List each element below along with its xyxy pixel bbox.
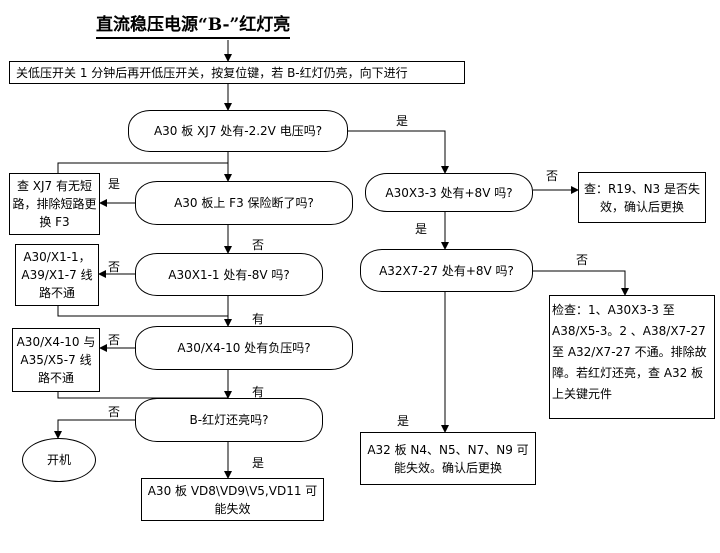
action-replace-f3-text: 查 XJ7 有无短路，排除短路更换 F3 xyxy=(12,179,97,229)
question-led-still-on: B-红灯还亮吗? xyxy=(135,398,323,442)
start-step: 关低压开关 1 分钟后再开低压开关，按复位键，若 B-红灯仍亮，向下进行 xyxy=(9,61,465,84)
start-step-text: 关低压开关 1 分钟后再开低压开关，按复位键，若 B-红灯仍亮，向下进行 xyxy=(16,65,408,80)
question-x7-voltage-text: A32X7-27 处有+8V 吗? xyxy=(379,263,514,278)
action-power-on: 开机 xyxy=(22,438,96,482)
question-x3-voltage-text: A30X3-3 处有+8V 吗? xyxy=(385,185,513,200)
question-f3-fuse: A30 板上 F3 保险断了吗? xyxy=(135,181,353,225)
action-check-r19-n3: 查：R19、N3 是否失效，确认后更换 xyxy=(578,172,706,223)
page-title: 直流稳压电源“B-”红灯亮 xyxy=(96,10,291,39)
label-no-led: 否 xyxy=(108,405,121,419)
action-x1-line-open: A30/X1-1，A39/X1-7 线路不通 xyxy=(15,244,99,306)
question-xj7-voltage-text: A30 板 XJ7 处有-2.2V 电压吗? xyxy=(153,124,323,138)
question-led-still-on-text: B-红灯还亮吗? xyxy=(189,413,269,427)
action-x4-line-open: A30/X4-10 与 A35/X5-7 线路不通 xyxy=(12,328,100,392)
question-x4-voltage: A30/X4-10 处有负压吗? xyxy=(135,326,353,370)
label-yes-led: 是 xyxy=(252,456,265,470)
label-yes-f3: 是 xyxy=(108,177,121,191)
label-no-x3: 否 xyxy=(546,169,559,183)
action-vd-components-failed-text: A30 板 VD8\VD9\V5,VD11 可能失效 xyxy=(147,483,318,516)
question-x1-voltage-text: A30X1-1 处有-8V 吗? xyxy=(168,267,290,282)
label-no-x7: 否 xyxy=(576,253,589,267)
question-x4-voltage-text: A30/X4-10 处有负压吗? xyxy=(177,341,311,355)
label-no-x4: 否 xyxy=(108,333,121,347)
label-yes-x1: 有 xyxy=(252,312,265,326)
question-f3-fuse-text: A30 板上 F3 保险断了吗? xyxy=(174,196,314,210)
action-replace-f3: 查 XJ7 有无短路，排除短路更换 F3 xyxy=(9,173,100,235)
action-power-on-text: 开机 xyxy=(46,453,71,467)
label-yes-x7: 是 xyxy=(397,414,410,428)
label-yes-x4: 有 xyxy=(252,385,265,399)
question-xj7-voltage: A30 板 XJ7 处有-2.2V 电压吗? xyxy=(128,110,348,152)
action-check-r19-n3-text: 查：R19、N3 是否失效，确认后更换 xyxy=(583,181,701,214)
action-a32-components-failed: A32 板 N4、N5、N7、N9 可能失效。确认后更换 xyxy=(360,432,536,485)
action-check-wiring: 检查：1、A30X3-3 至 A38/X5-3。2 、A38/X7-27 至 A… xyxy=(549,295,715,419)
question-x7-voltage: A32X7-27 处有+8V 吗? xyxy=(360,249,533,292)
action-x4-line-open-text: A30/X4-10 与 A35/X5-7 线路不通 xyxy=(16,335,96,385)
action-check-wiring-text: 检查：1、A30X3-3 至 A38/X5-3。2 、A38/X7-27 至 A… xyxy=(552,303,707,401)
question-x1-voltage: A30X1-1 处有-8V 吗? xyxy=(135,253,323,296)
label-yes-xj7: 是 xyxy=(396,114,409,128)
action-x1-line-open-text: A30/X1-1，A39/X1-7 线路不通 xyxy=(21,250,93,300)
action-a32-components-failed-text: A32 板 N4、N5、N7、N9 可能失效。确认后更换 xyxy=(367,442,529,475)
label-yes-x3: 是 xyxy=(415,222,428,236)
label-no-f3: 否 xyxy=(252,238,265,252)
question-x3-voltage: A30X3-3 处有+8V 吗? xyxy=(365,173,533,212)
action-vd-components-failed: A30 板 VD8\VD9\V5,VD11 可能失效 xyxy=(141,478,324,521)
label-no-x1: 否 xyxy=(108,260,121,274)
